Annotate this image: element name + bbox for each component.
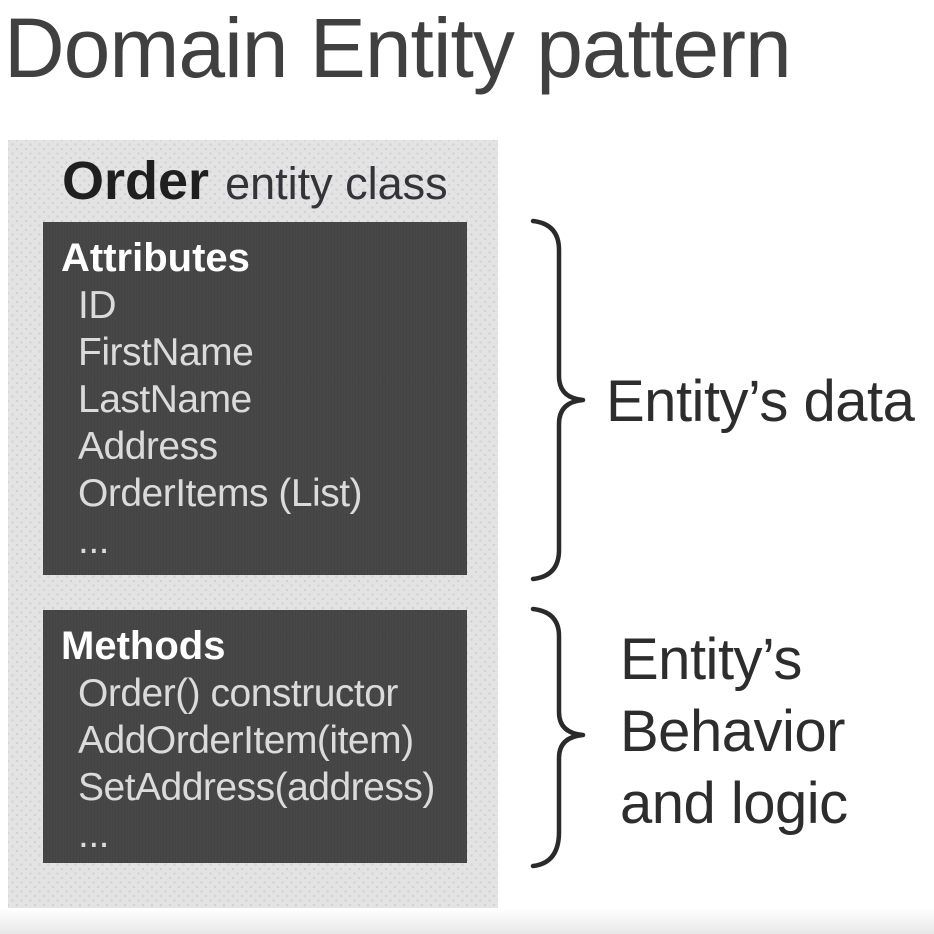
entity-name: Order bbox=[62, 151, 210, 211]
page-title: Domain Entity pattern bbox=[4, 1, 792, 95]
attribute-item: LastName bbox=[78, 378, 252, 421]
entity-card: Order entity class Attributes ID FirstNa… bbox=[8, 140, 498, 910]
method-item: SetAddress(address) bbox=[78, 766, 435, 809]
footer-strip bbox=[0, 908, 934, 934]
annotation-entity-data: Entity’s data bbox=[606, 369, 915, 434]
annotation-line: Entity’s data bbox=[606, 369, 915, 434]
attribute-item: OrderItems (List) bbox=[78, 472, 363, 515]
attribute-item: ID bbox=[78, 284, 117, 327]
method-item: Order() constructor bbox=[78, 672, 398, 715]
annotation-line: Entity’s bbox=[620, 627, 802, 692]
attribute-item: FirstName bbox=[78, 331, 254, 374]
method-item: ... bbox=[78, 813, 110, 856]
entity-type-label: entity class bbox=[225, 158, 448, 209]
curly-brace-behavior-icon bbox=[530, 606, 586, 869]
methods-box: Methods Order() constructor AddOrderItem… bbox=[43, 610, 467, 863]
methods-heading: Methods bbox=[61, 624, 226, 668]
attributes-heading: Attributes bbox=[61, 236, 250, 280]
attribute-item: Address bbox=[78, 425, 218, 468]
attribute-item: ... bbox=[78, 519, 110, 562]
attributes-box: Attributes ID FirstName LastName Address… bbox=[43, 222, 467, 575]
entity-header: Order entity class bbox=[62, 150, 448, 212]
annotation-line: Behavior bbox=[620, 699, 845, 764]
annotation-entity-behavior: Entity’s Behavior and logic bbox=[620, 624, 848, 840]
method-item: AddOrderItem(item) bbox=[78, 719, 414, 762]
curly-brace-data-icon bbox=[530, 218, 586, 582]
annotation-line: and logic bbox=[620, 771, 848, 836]
